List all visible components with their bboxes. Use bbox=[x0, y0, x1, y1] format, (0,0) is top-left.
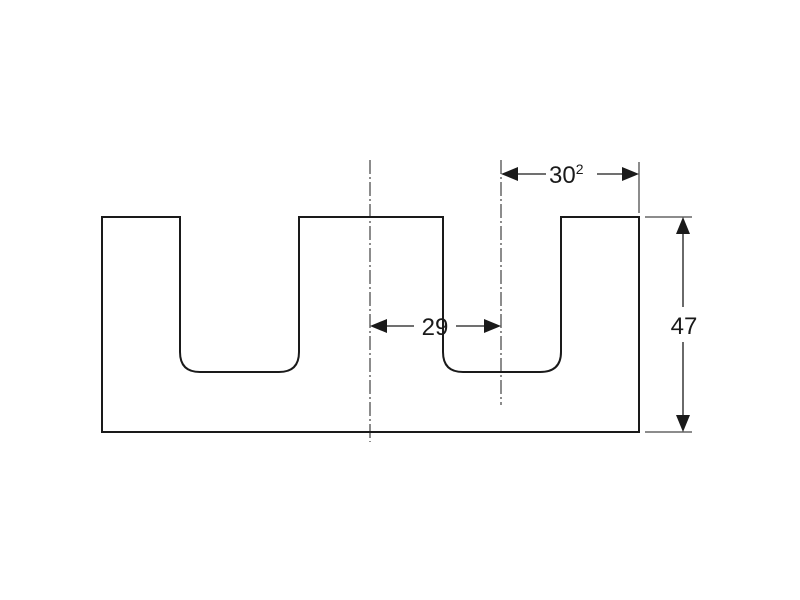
dimension-label-height: 47 bbox=[671, 313, 698, 340]
label-background bbox=[668, 310, 698, 340]
dimension-label-offset: 302 bbox=[549, 161, 584, 189]
dimension-superscript-offset: 2 bbox=[576, 161, 584, 177]
arrowhead-down bbox=[676, 415, 690, 432]
dimension-center-spacing: 29 bbox=[370, 314, 501, 341]
arrowhead-left bbox=[501, 167, 518, 181]
dimension-offset-to-edge: 302 bbox=[501, 161, 639, 189]
dimension-label-spacing: 29 bbox=[422, 314, 449, 341]
arrowhead-up bbox=[676, 217, 690, 234]
dimension-value-offset: 30 bbox=[549, 162, 576, 189]
arrowhead-right bbox=[484, 319, 501, 333]
arrowhead-right bbox=[622, 167, 639, 181]
dimension-height: 47 bbox=[668, 217, 698, 432]
arrowhead-left bbox=[370, 319, 387, 333]
